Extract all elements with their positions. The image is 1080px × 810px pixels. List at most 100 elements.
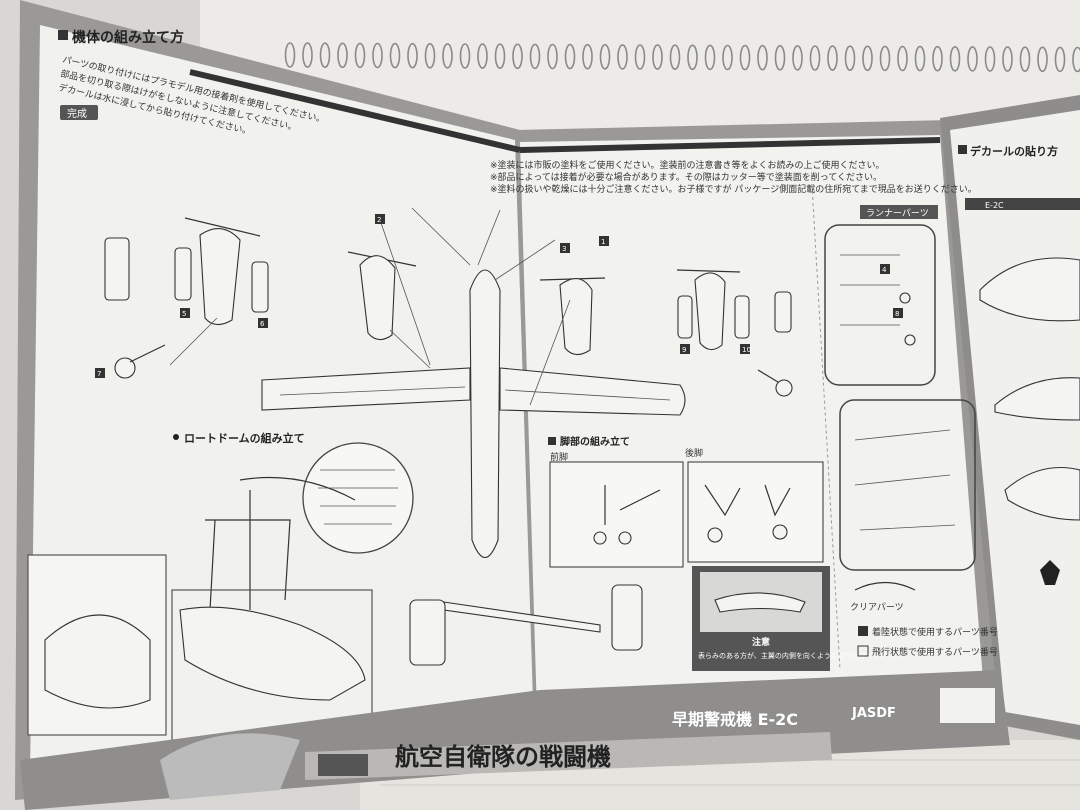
sub-note-3: ※塗料の扱いや乾燥には十分ご注意ください。お子様ですが パッケージ側面記載の住所… bbox=[490, 183, 977, 195]
caution-title: 注意 bbox=[752, 636, 770, 648]
spiral-loop bbox=[617, 44, 628, 70]
part-number-box bbox=[180, 308, 190, 318]
footer-title-plate bbox=[305, 732, 832, 780]
legend-1: 着陸状態で使用するパーツ番号 bbox=[872, 626, 998, 638]
spiral-loop bbox=[302, 42, 313, 68]
spiral-loop bbox=[879, 45, 891, 72]
spiral-loop bbox=[844, 45, 856, 72]
aircraft-label: 早期警戒機 E-2C bbox=[672, 710, 798, 729]
legend-icon-1 bbox=[858, 626, 868, 636]
rear-gear-drawing bbox=[704, 484, 791, 543]
part-number-box bbox=[560, 243, 570, 253]
part-number-label: 4 bbox=[882, 266, 887, 274]
spiral-loop bbox=[372, 42, 383, 69]
rear-gear-label: 後脚 bbox=[685, 447, 703, 459]
decal-engine-view bbox=[1004, 467, 1080, 521]
spiral-loop bbox=[652, 44, 663, 70]
sub-note-2: ※部品によっては接着が必要な場合があります。その際はカッター等で塗装面を削ってく… bbox=[490, 171, 882, 183]
spiral-loop bbox=[547, 43, 558, 70]
spiral-loop bbox=[459, 43, 471, 69]
spiral-loop bbox=[424, 42, 436, 69]
assembly-title: 機体の組み立て方 bbox=[72, 29, 184, 46]
front-gear-drawing bbox=[593, 485, 661, 545]
part-number-box bbox=[880, 264, 890, 274]
clear-parts-label: クリアパーツ bbox=[850, 602, 904, 613]
legend-2: 飛行状態で使用するパーツ番号 bbox=[872, 646, 998, 658]
part-number-label: 8 bbox=[895, 310, 899, 318]
rotodome-detail-lines bbox=[318, 469, 398, 525]
tail-fin-right bbox=[611, 584, 643, 651]
mars-logo bbox=[940, 688, 995, 723]
part-number-label: 3 bbox=[562, 245, 566, 253]
part-number-box bbox=[740, 344, 750, 354]
spiral-loop bbox=[564, 43, 576, 70]
gear-square-icon bbox=[548, 437, 556, 445]
part-number-label: 6 bbox=[260, 320, 265, 328]
spiral-loop bbox=[284, 42, 296, 68]
sub-note-1: ※塗装には市販の塗料をご使用ください。塗装前の注意書き等をよくお読みの上ご使用く… bbox=[490, 159, 885, 171]
spiral-loop bbox=[529, 43, 541, 70]
spiral-loop bbox=[354, 42, 366, 69]
rear-gear-box bbox=[687, 461, 824, 563]
part-number-label: 5 bbox=[182, 310, 186, 318]
decal-header-bar bbox=[965, 198, 1080, 210]
engine-center bbox=[347, 251, 417, 341]
spiral-loop bbox=[932, 45, 943, 72]
spiral-loop bbox=[389, 42, 401, 69]
spiral-loop bbox=[914, 45, 926, 72]
part-number-box bbox=[375, 214, 385, 224]
magazine-title: 航空自衛隊の戦闘機 bbox=[395, 742, 611, 771]
part-number-box bbox=[258, 318, 268, 328]
caution-text: 表らみのある方が、主翼の内側を向くように取り付けてください。 bbox=[698, 651, 908, 660]
spiral-loop bbox=[1002, 46, 1013, 72]
spiral-loop bbox=[687, 44, 698, 71]
spiral-loop bbox=[1072, 46, 1080, 73]
part-number-label: 7 bbox=[97, 370, 101, 378]
spiral-loop bbox=[477, 43, 488, 69]
clear-part-canopy bbox=[854, 581, 916, 591]
spiral-loop bbox=[494, 43, 506, 70]
spiral-loop bbox=[949, 45, 961, 72]
rotodome-heading: ロートドームの組み立て bbox=[184, 431, 305, 445]
spiral-loop bbox=[967, 46, 978, 72]
footer-tag bbox=[318, 754, 368, 776]
spiral-loop bbox=[319, 42, 331, 69]
tail-fin-left bbox=[409, 599, 446, 666]
spiral-loop bbox=[722, 44, 733, 71]
section-divider bbox=[811, 184, 841, 671]
decal-emblem-icon bbox=[1040, 560, 1060, 585]
fuselage-inset bbox=[27, 554, 373, 741]
decal-square-icon bbox=[958, 145, 967, 154]
spiral-loop bbox=[897, 45, 908, 72]
title-square-icon bbox=[58, 30, 68, 40]
spiral-loop bbox=[704, 44, 716, 71]
spiral-loop bbox=[1054, 46, 1066, 73]
front-gear-label: 前脚 bbox=[550, 451, 568, 463]
leader-lines bbox=[169, 207, 571, 406]
decal-issue-tag: E-2C bbox=[985, 201, 1004, 210]
decal-aircraft-side bbox=[979, 257, 1080, 322]
spiral-binding bbox=[284, 42, 1080, 73]
decal-title: デカールの貼り方 bbox=[970, 144, 1058, 158]
spiral-loop bbox=[757, 44, 768, 71]
spiral-loop bbox=[337, 42, 348, 69]
spiral-loop bbox=[739, 44, 751, 71]
spiral-loop bbox=[809, 45, 821, 71]
spiral-loop bbox=[407, 42, 418, 69]
spiral-loop bbox=[442, 43, 453, 69]
spiral-loop bbox=[512, 43, 523, 70]
spiral-loop bbox=[984, 46, 996, 72]
spiral-loop bbox=[582, 43, 593, 70]
part-number-label: 9 bbox=[682, 346, 686, 354]
engine-far-right bbox=[676, 269, 793, 397]
runner-title: ランナーパーツ bbox=[866, 208, 929, 219]
spiral-loop bbox=[599, 43, 611, 70]
spiral-loop bbox=[634, 44, 646, 70]
part-number-box bbox=[680, 344, 690, 354]
stylized-logo-shape bbox=[160, 733, 300, 800]
runner-parts bbox=[840, 254, 956, 531]
complete-tag bbox=[60, 105, 98, 120]
part-number-label: 2 bbox=[377, 216, 381, 224]
spiral-loop bbox=[1037, 46, 1048, 73]
